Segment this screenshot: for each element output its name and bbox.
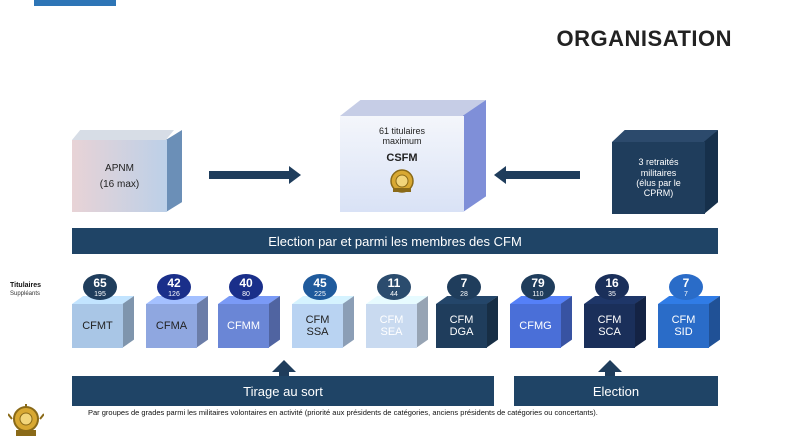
cfm-suppleants-count: 126 bbox=[168, 290, 180, 298]
page-title: ORGANISATION bbox=[556, 26, 732, 51]
cfm-label: CFM bbox=[597, 313, 622, 326]
apnm-cube: APNM (16 max) bbox=[72, 130, 182, 212]
tirage-band: Tirage au sort bbox=[72, 376, 494, 406]
csfm-cube: 61 titulaires maximum CSFM bbox=[340, 100, 486, 212]
cfm-titulaires-count: 42 bbox=[167, 275, 181, 290]
csfm-count: 61 titulaires bbox=[378, 126, 426, 136]
cfm-cube-2: CFMM bbox=[218, 296, 280, 348]
cfm-cube-6: CFMG bbox=[510, 296, 572, 348]
apnm-label: APNM bbox=[105, 162, 134, 174]
cfm-sublabel: SEA bbox=[380, 326, 403, 338]
cfm-titulaires-count: 65 bbox=[93, 275, 107, 290]
arrow-apnm-to-csfm bbox=[209, 166, 301, 184]
cfm-titulaires-count: 45 bbox=[313, 275, 327, 290]
cfm-titulaires-count: 16 bbox=[605, 275, 619, 290]
cfm-suppleants-count: 7 bbox=[684, 290, 688, 298]
arrow-retraites-to-csfm bbox=[494, 166, 580, 184]
cfm-sublabel: SSA bbox=[306, 326, 329, 338]
retraites-line4: CPRM) bbox=[643, 188, 674, 199]
csfm-max: maximum bbox=[382, 136, 422, 146]
top-accent-bar bbox=[34, 0, 116, 6]
cfm-label: CFM bbox=[379, 313, 404, 326]
cfm-suppleants-count: 225 bbox=[314, 290, 326, 298]
up-arrow-right-icon bbox=[598, 360, 622, 372]
footer-note: Par groupes de grades parmi les militair… bbox=[88, 408, 598, 417]
cfm-suppleants-count: 35 bbox=[608, 290, 616, 298]
cfm-sublabel: SCA bbox=[598, 326, 621, 338]
cfm-titulaires-count: 40 bbox=[239, 275, 253, 290]
cfm-suppleants-count: 44 bbox=[390, 290, 398, 298]
legend-suppleants: Suppléants bbox=[10, 291, 41, 297]
cfm-cube-0: CFMT bbox=[72, 296, 134, 348]
csfm-name: CSFM bbox=[386, 152, 418, 164]
cfm-label: CFM bbox=[671, 313, 696, 326]
cfm-sublabel: DGA bbox=[449, 326, 474, 338]
retraites-line3: (élus par le bbox=[636, 178, 681, 188]
cfm-suppleants-count: 110 bbox=[532, 290, 544, 298]
cfm-titulaires-count: 11 bbox=[387, 275, 401, 290]
cfm-sublabel: SID bbox=[674, 326, 693, 338]
cfm-label: CFMA bbox=[155, 319, 188, 332]
cfm-suppleants-count: 28 bbox=[460, 290, 468, 298]
apnm-max: (16 max) bbox=[99, 178, 140, 190]
cfm-label: CFM bbox=[449, 313, 474, 326]
cfm-titulaires-count: 7 bbox=[682, 275, 690, 290]
cfm-label: CFMT bbox=[82, 319, 113, 332]
cfm-titulaires-count: 79 bbox=[531, 275, 545, 290]
emblem-icon bbox=[8, 404, 44, 436]
csfm-emblem-icon bbox=[390, 169, 414, 193]
election-bottom-band: Election bbox=[514, 376, 718, 406]
retraites-cube: 3 retraités militaires (élus par le CPRM… bbox=[612, 130, 718, 214]
cfm-label: CFM bbox=[305, 313, 330, 326]
cfm-titulaires-count: 7 bbox=[460, 275, 468, 290]
cfm-label: CFMG bbox=[519, 319, 552, 332]
retraites-line1: 3 retraités bbox=[638, 157, 679, 168]
cfm-suppleants-count: 195 bbox=[94, 290, 106, 298]
cfm-suppleants-count: 80 bbox=[242, 290, 250, 298]
cfm-cube-1: CFMA bbox=[146, 296, 208, 348]
cfm-label: CFMM bbox=[227, 319, 260, 332]
election-band: Election par et parmi les membres des CF… bbox=[72, 228, 718, 254]
retraites-line2: militaires bbox=[640, 167, 677, 178]
legend-titulaires: Titulaires bbox=[10, 282, 41, 289]
up-arrow-left-icon bbox=[272, 360, 296, 372]
